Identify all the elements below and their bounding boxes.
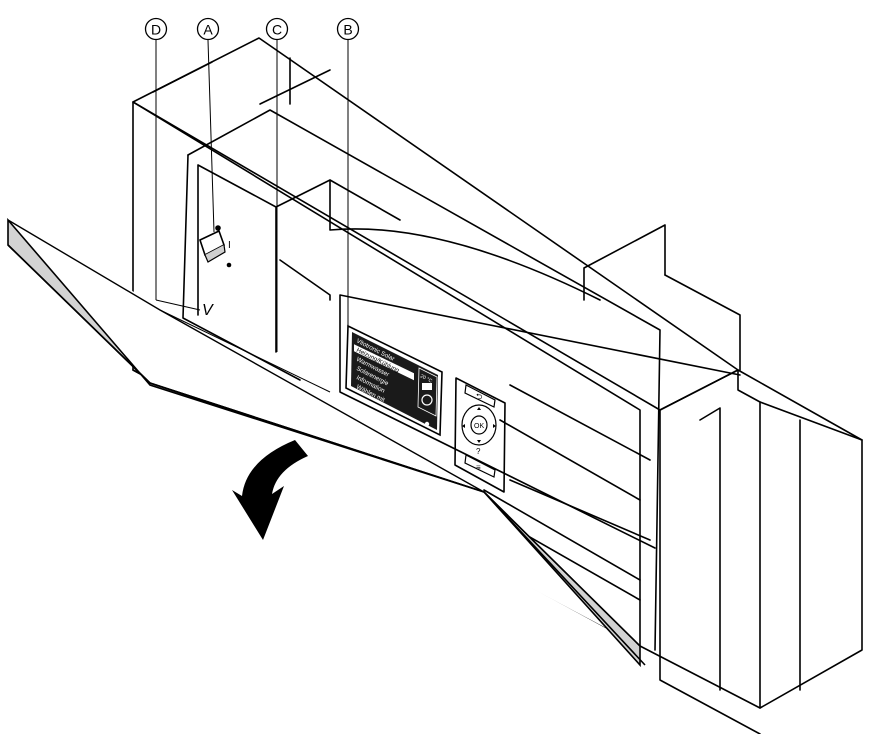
right-block-edge: [737, 369, 761, 709]
callouts: D A C B: [144, 17, 360, 352]
callout-circle-b: [336, 17, 360, 41]
power-switch[interactable]: I: [199, 225, 232, 268]
top-division: [259, 57, 331, 105]
menu-item-highlight: [354, 344, 414, 381]
flap-fold: [483, 491, 641, 647]
help-button-label[interactable]: ?: [476, 447, 481, 456]
radiator-icon: [422, 383, 432, 390]
callout-label-b: B: [343, 22, 352, 38]
back-button[interactable]: [464, 384, 496, 408]
flap-inner-edge: [8, 220, 640, 646]
ok-button[interactable]: [470, 415, 488, 435]
top-division: [664, 274, 741, 371]
front-flap[interactable]: [7, 217, 646, 668]
display-temperature: 20 °C: [419, 373, 433, 384]
callout-label-d: D: [151, 22, 161, 38]
callout-label-a: A: [203, 22, 213, 38]
leader-line-d: [155, 299, 201, 311]
right-block-edge: [659, 409, 761, 735]
switch-mark-on: I: [228, 240, 231, 251]
flame-icon: [421, 394, 433, 406]
back-button-symbol: ⮌: [476, 392, 482, 401]
open-direction-arrow: [232, 440, 308, 540]
display-scroll-marker: [424, 421, 430, 427]
top-division: [583, 224, 666, 301]
display-panel-frame: [509, 384, 651, 541]
flap-bottom-edge: [7, 244, 646, 666]
right-block-edge: [759, 401, 863, 441]
switch-rocker-side: [204, 244, 226, 263]
lcd-display: Vitotronic SolarHeizung/KühlungWarmwasse…: [345, 324, 443, 437]
recess-outline: [182, 154, 301, 381]
recess-panel: [279, 259, 331, 301]
keypad-frame: [454, 377, 506, 493]
leader-line-a: [207, 39, 215, 233]
flap-inner-line: [159, 309, 331, 393]
callout-circle-a: [196, 17, 220, 41]
keypad: ⮌ OK ? ≡: [454, 377, 506, 493]
menu-button-symbol: ≡: [476, 463, 481, 472]
housing: [132, 37, 863, 735]
switch-indicator-dot: [226, 262, 232, 268]
display-icon-column: [417, 367, 438, 417]
housing-right-block: [639, 369, 863, 709]
display-panel-frame: [339, 294, 741, 549]
ok-button-label: OK: [474, 423, 484, 430]
curved-arrow: [232, 440, 308, 540]
brand-logo: V: [202, 302, 214, 319]
right-block-seam: [699, 407, 721, 691]
switch-indicator-dot: [215, 225, 221, 231]
callout-label-c: C: [272, 22, 282, 38]
callout-circle-c: [265, 17, 289, 41]
callout-circle-d: [144, 17, 168, 41]
recess-outline: [187, 109, 661, 651]
menu-button[interactable]: [464, 454, 496, 478]
top-division: [152, 61, 213, 93]
